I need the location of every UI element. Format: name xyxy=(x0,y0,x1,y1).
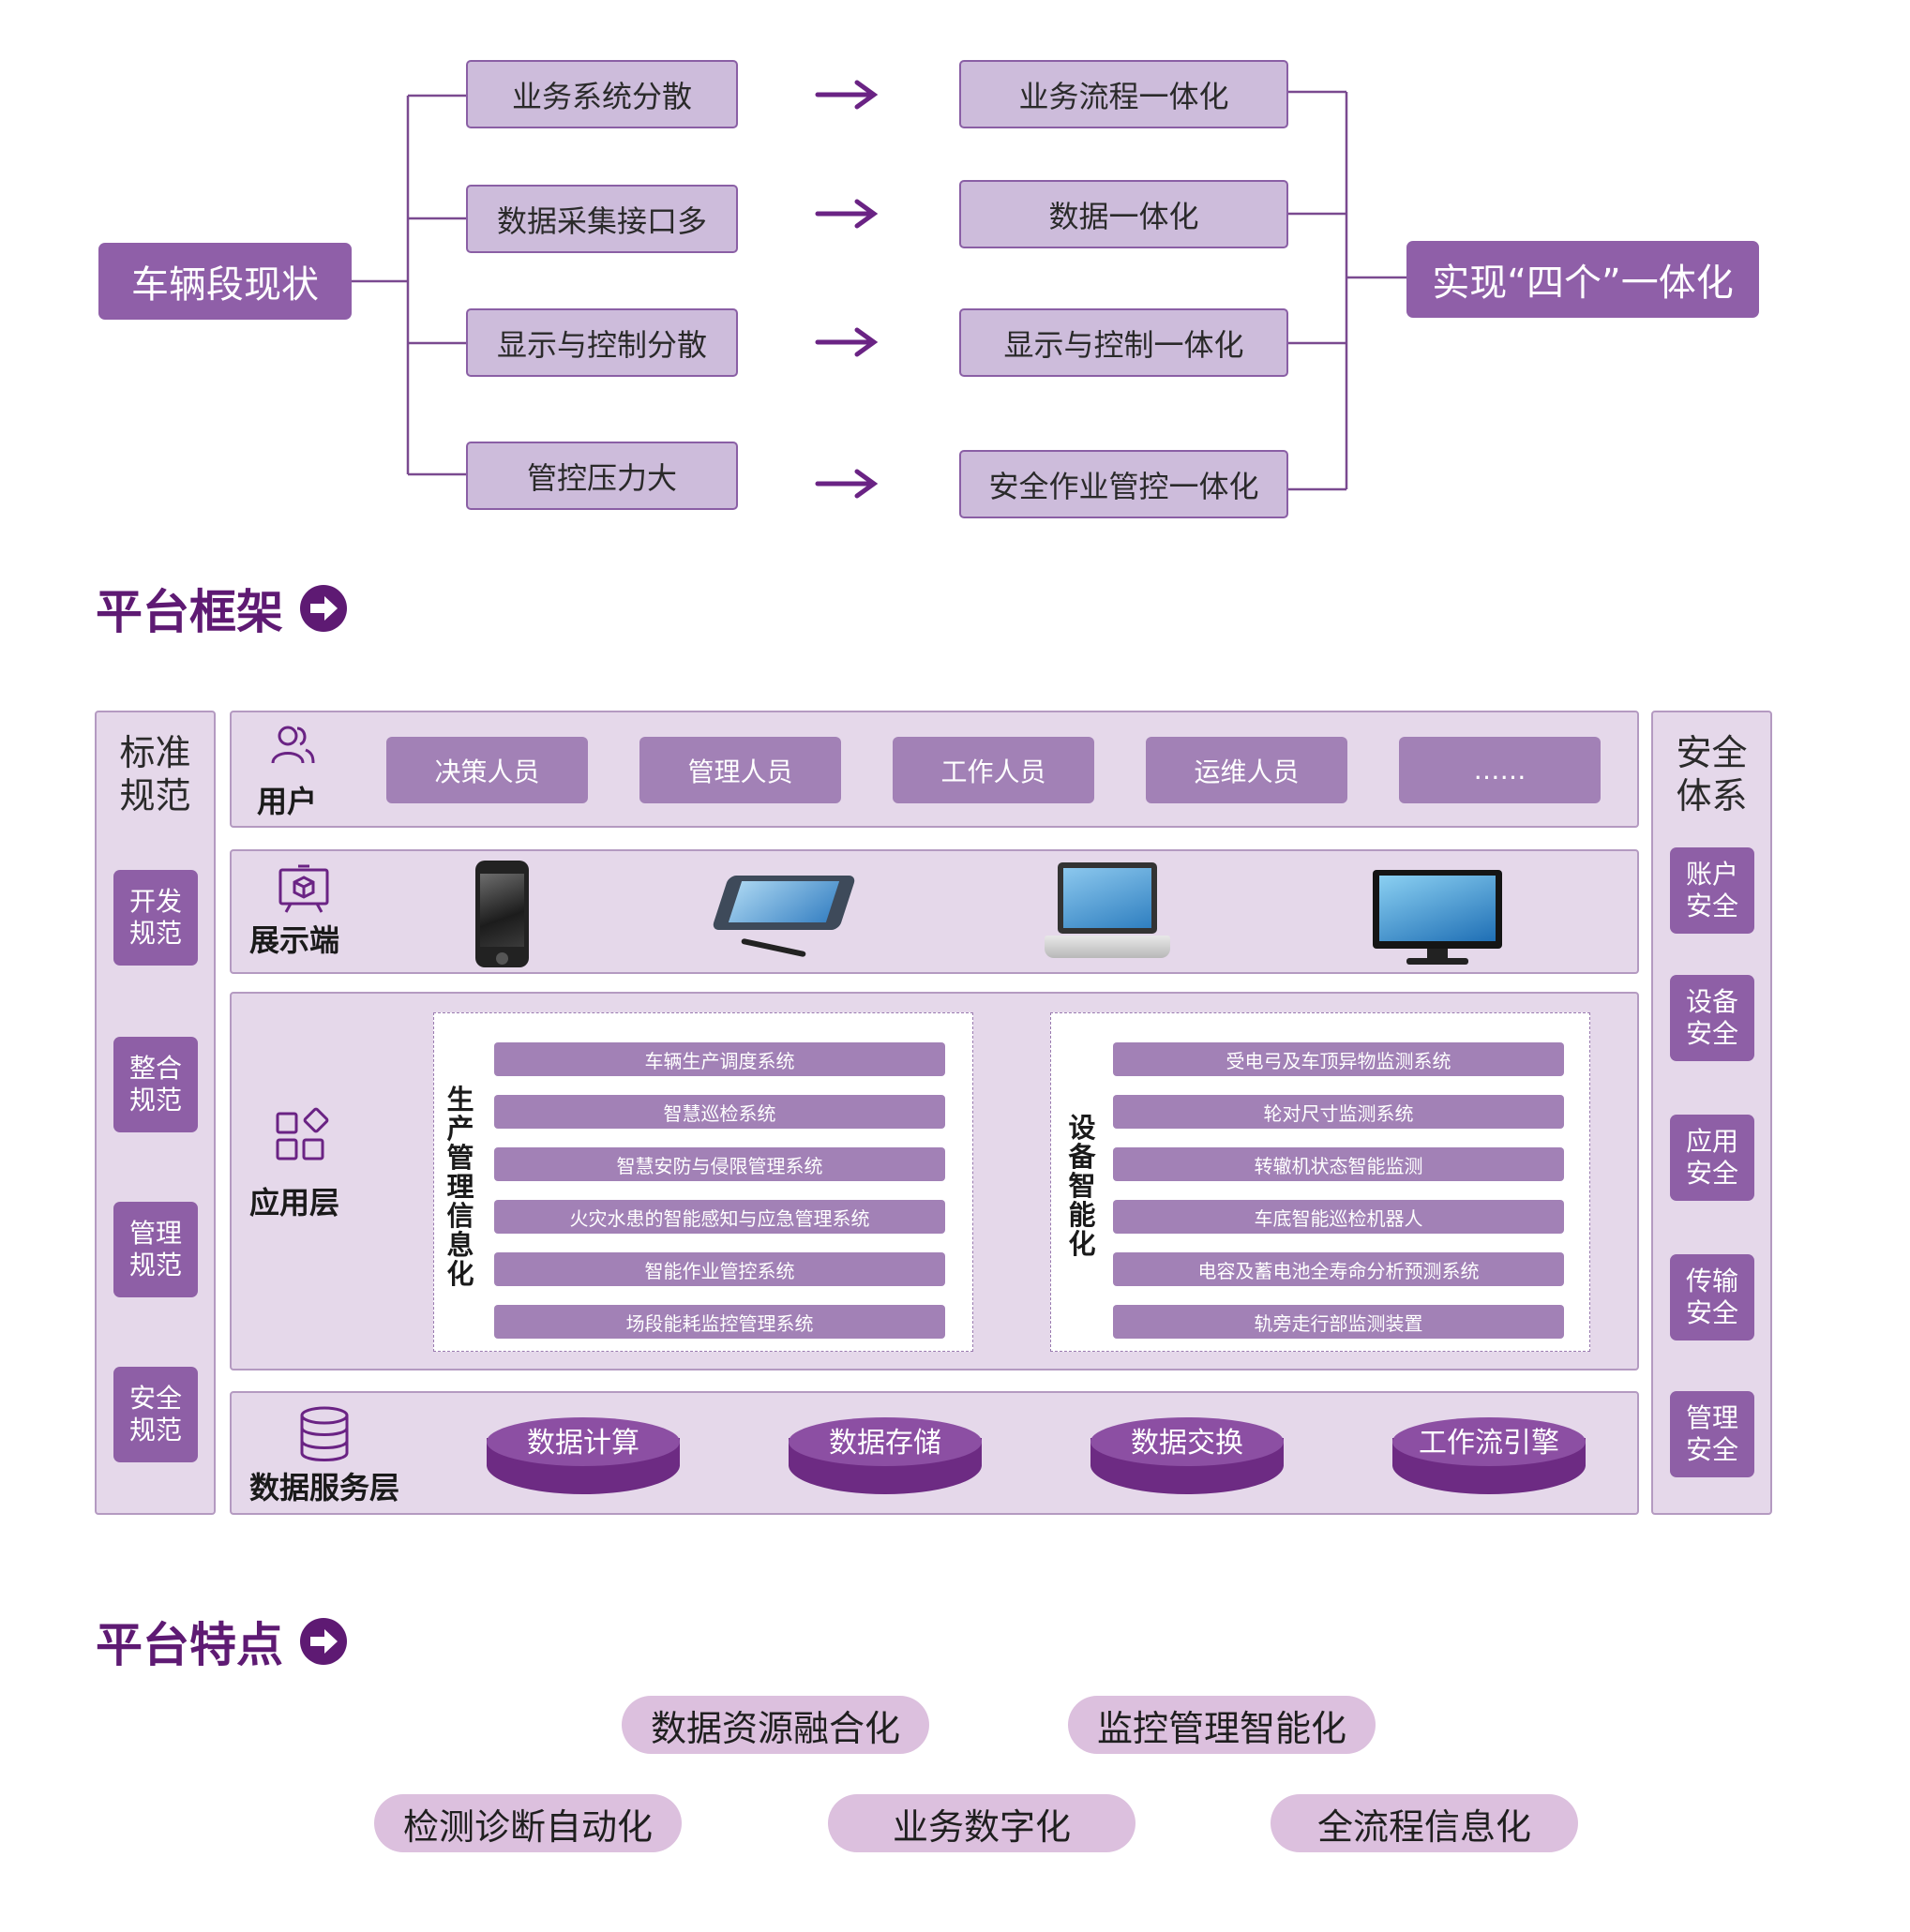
problem-label: 显示与控制分散 xyxy=(496,326,707,363)
integration-goal-label: 实现“四个”一体化 xyxy=(1432,262,1734,305)
service-cylinder-compute: 数据计算 xyxy=(487,1417,680,1494)
group-title-text: 生产管理信息化 xyxy=(446,1084,474,1290)
solution-box-2: 数据一体化 xyxy=(959,180,1288,248)
problem-label: 管控压力大 xyxy=(526,459,677,496)
role-decision-maker: 决策人员 xyxy=(386,737,588,803)
app-security-item: 应用 安全 xyxy=(1670,1115,1754,1201)
problem-box-2: 数据采集接口多 xyxy=(466,185,738,253)
solution-box-1: 业务流程一体化 xyxy=(959,60,1288,128)
solution-label: 安全作业管控一体化 xyxy=(988,468,1259,504)
security-system-title: 安全 体系 xyxy=(1676,732,1748,816)
users-icon xyxy=(271,726,315,764)
feature-pill: 全流程信息化 xyxy=(1271,1794,1578,1852)
display-board-icon xyxy=(278,864,329,913)
production-info-group-title: 生产管理信息化 xyxy=(444,1086,477,1292)
system-item: 车辆生产调度系统 xyxy=(494,1042,945,1076)
service-label: 数据计算 xyxy=(527,1427,639,1460)
solution-box-3: 显示与控制一体化 xyxy=(959,308,1288,377)
role-worker: 工作人员 xyxy=(893,737,1094,803)
smartphone-icon xyxy=(475,861,529,967)
problem-label: 数据采集接口多 xyxy=(496,202,707,239)
service-label: 数据存储 xyxy=(829,1427,941,1460)
role-operations: 运维人员 xyxy=(1146,737,1347,803)
feature-pill: 业务数字化 xyxy=(828,1794,1135,1852)
device-security-item: 设备 安全 xyxy=(1670,975,1754,1061)
problem-label: 业务系统分散 xyxy=(511,78,692,114)
transport-security-item: 传输 安全 xyxy=(1670,1254,1754,1340)
security-standard-item: 安全 规范 xyxy=(113,1367,198,1462)
role-more: …… xyxy=(1399,737,1601,803)
device-intelligence-group-title: 设备智能化 xyxy=(1065,1114,1099,1264)
arrow-right-icon xyxy=(300,585,347,632)
service-cylinder-storage: 数据存储 xyxy=(789,1417,982,1494)
section-title-text: 平台框架 xyxy=(96,585,283,639)
service-label: 工作流引擎 xyxy=(1419,1427,1559,1460)
solution-label: 显示与控制一体化 xyxy=(1003,326,1244,363)
system-item: 车底智能巡检机器人 xyxy=(1113,1200,1564,1234)
management-security-item: 管理 安全 xyxy=(1670,1391,1754,1477)
system-item: 受电弓及车顶异物监测系统 xyxy=(1113,1042,1564,1076)
system-item: 智能作业管控系统 xyxy=(494,1252,945,1286)
features-section-title: 平台特点 xyxy=(96,1609,347,1674)
standards-title: 标准 规范 xyxy=(119,732,191,816)
problem-box-1: 业务系统分散 xyxy=(466,60,738,128)
solution-box-4: 安全作业管控一体化 xyxy=(959,450,1288,518)
system-item: 场段能耗监控管理系统 xyxy=(494,1305,945,1339)
data-service-layer-label: 数据服务层 xyxy=(249,1470,400,1505)
integration-goal-box: 实现“四个”一体化 xyxy=(1406,241,1759,318)
solution-label: 业务流程一体化 xyxy=(1018,78,1229,114)
current-status-box: 车辆段现状 xyxy=(98,243,352,320)
security-column xyxy=(1651,711,1772,1515)
arrow-right-icon xyxy=(300,1618,347,1665)
connector-lines xyxy=(352,80,1406,499)
system-item: 轨旁走行部监测装置 xyxy=(1113,1305,1564,1339)
feature-pill: 检测诊断自动化 xyxy=(374,1794,682,1852)
monitor-icon xyxy=(1373,870,1502,967)
integration-standard-item: 整合 规范 xyxy=(113,1037,198,1132)
system-item: 轮对尺寸监测系统 xyxy=(1113,1095,1564,1129)
system-item: 智慧安防与侵限管理系统 xyxy=(494,1147,945,1181)
problem-box-3: 显示与控制分散 xyxy=(466,308,738,377)
system-item: 电容及蓄电池全寿命分析预测系统 xyxy=(1113,1252,1564,1286)
display-layer-label: 展示端 xyxy=(249,922,340,958)
application-layer-label: 应用层 xyxy=(249,1185,340,1221)
feature-pill: 数据资源融合化 xyxy=(622,1696,929,1754)
system-item: 智慧巡检系统 xyxy=(494,1095,945,1129)
solution-label: 数据一体化 xyxy=(1048,198,1199,234)
dev-standard-item: 开发 规范 xyxy=(113,870,198,966)
service-cylinder-workflow: 工作流引擎 xyxy=(1392,1417,1586,1494)
framework-section-title: 平台框架 xyxy=(96,576,347,641)
management-standard-item: 管理 规范 xyxy=(113,1202,198,1297)
system-item: 火灾水患的智能感知与应急管理系统 xyxy=(494,1200,945,1234)
system-item: 转辙机状态智能监测 xyxy=(1113,1147,1564,1181)
problem-box-4: 管控压力大 xyxy=(466,442,738,510)
service-label: 数据交换 xyxy=(1131,1427,1243,1460)
service-cylinder-exchange: 数据交换 xyxy=(1090,1417,1284,1494)
current-status-label: 车辆段现状 xyxy=(131,263,319,307)
group-title-text: 设备智能化 xyxy=(1068,1112,1096,1260)
laptop-icon xyxy=(1045,862,1170,964)
role-manager: 管理人员 xyxy=(639,737,841,803)
user-layer-label: 用户 xyxy=(257,784,318,819)
apps-grid-icon xyxy=(276,1107,329,1161)
database-icon xyxy=(300,1406,349,1461)
tablet-icon xyxy=(711,872,857,962)
account-security-item: 账户 安全 xyxy=(1670,847,1754,934)
section-title-text: 平台特点 xyxy=(96,1618,283,1672)
feature-pill: 监控管理智能化 xyxy=(1068,1696,1376,1754)
